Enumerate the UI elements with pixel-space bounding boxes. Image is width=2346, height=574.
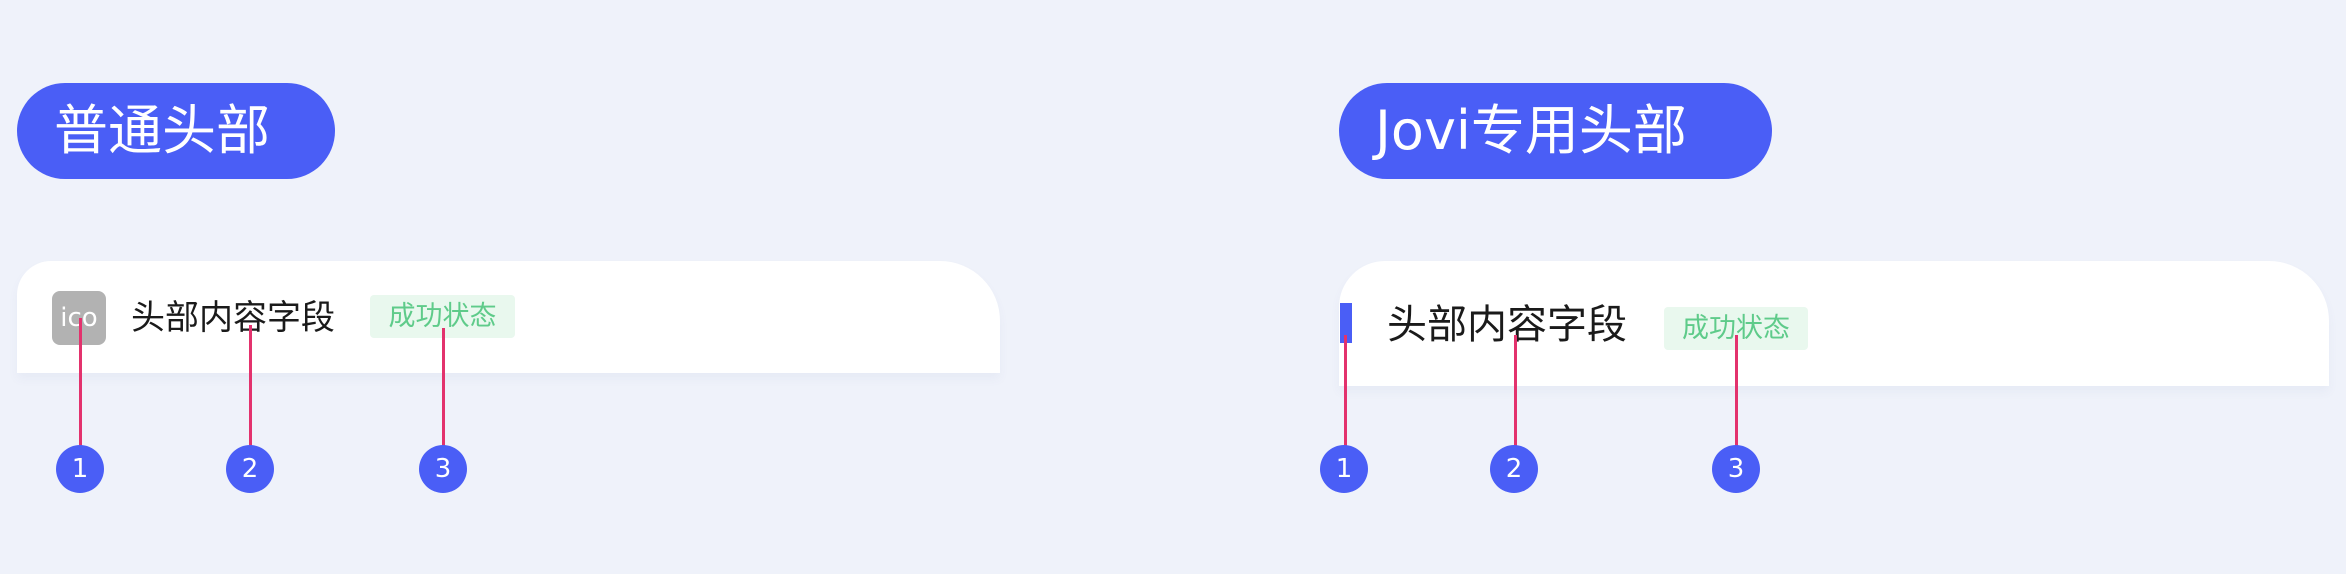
callout-marker-3: 3 (1712, 445, 1760, 493)
success-status-badge: 成功状态 (370, 295, 515, 338)
callout-marker-3: 3 (419, 445, 467, 493)
callout-marker-2: 2 (226, 445, 274, 493)
section-title-normal-header: 普通头部 (17, 83, 335, 179)
leader-line-2 (1514, 335, 1517, 451)
header-title-text: 头部内容字段 (131, 298, 335, 338)
leader-line-1 (1344, 335, 1347, 451)
leader-line-1 (79, 318, 82, 451)
leader-line-3 (1735, 335, 1738, 451)
callout-marker-1: 1 (1320, 445, 1368, 493)
leader-line-3 (442, 328, 445, 451)
callout-marker-1: 1 (56, 445, 104, 493)
accent-bar-icon (1340, 303, 1352, 343)
leader-line-2 (249, 325, 252, 451)
header-title-text: 头部内容字段 (1387, 302, 1627, 348)
callout-marker-2: 2 (1490, 445, 1538, 493)
section-title-jovi-header: Jovi专用头部 (1339, 83, 1772, 179)
jovi-header-card (1339, 261, 2329, 386)
